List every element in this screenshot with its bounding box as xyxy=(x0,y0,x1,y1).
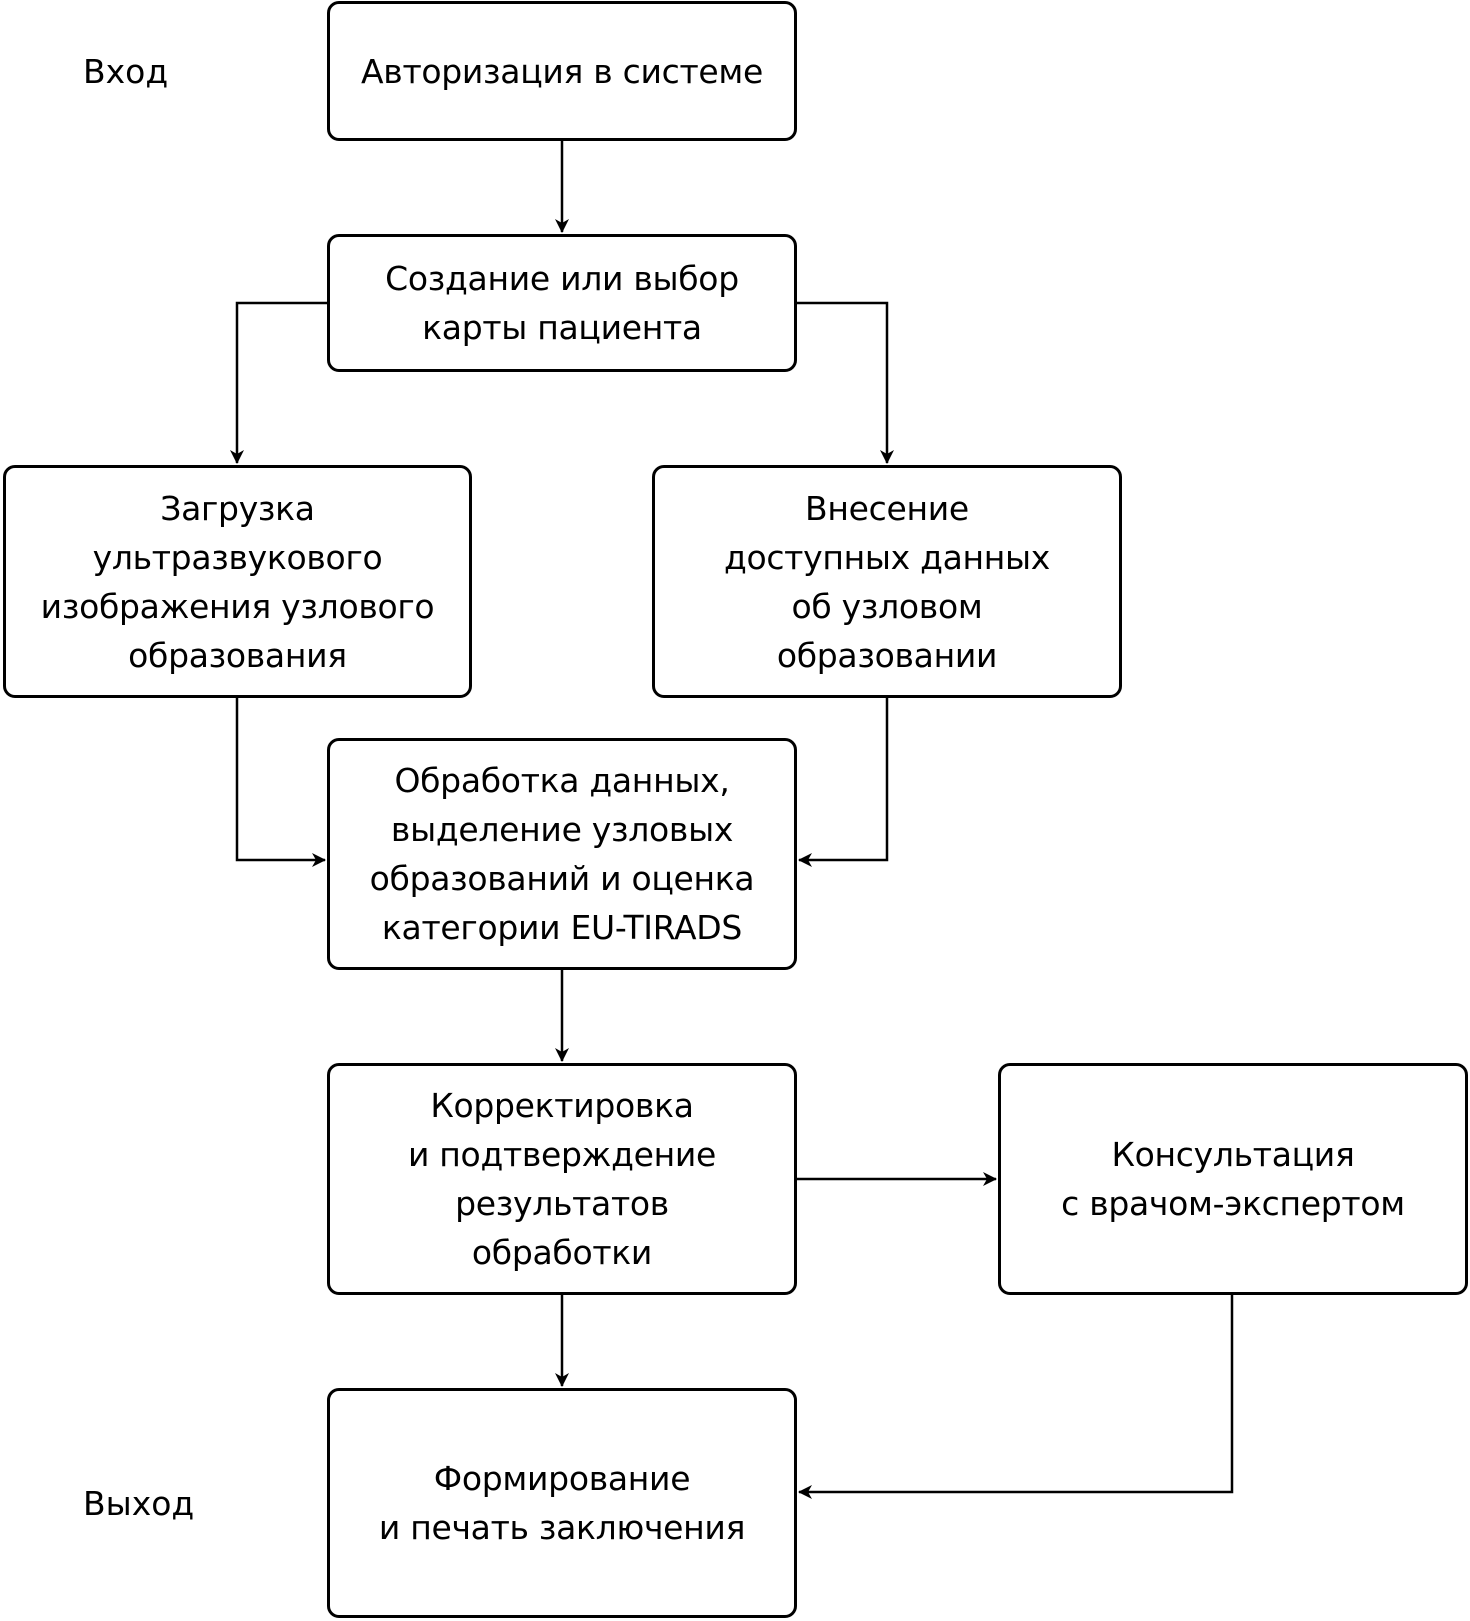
node-report: Формирование и печать заключения xyxy=(327,1388,797,1618)
edge-patient-card-to-enter-data xyxy=(797,301,894,464)
node-processing-label: Обработка данных, выделение узловых обра… xyxy=(369,761,755,947)
node-upload-image-label: Загрузка ультразвукового изображения узл… xyxy=(40,488,435,675)
node-auth: Авторизация в системе xyxy=(327,1,797,141)
node-enter-data: Внесение доступных данных об узловом обр… xyxy=(652,465,1122,698)
edge-patient-card-to-upload-image xyxy=(230,301,327,464)
node-consultation-label: Консультация с врачом-экспертом xyxy=(1061,1135,1405,1223)
node-patient-card: Создание или выбор карты пациента xyxy=(327,234,797,372)
node-correction-label: Корректировка и подтверждение результато… xyxy=(407,1086,717,1272)
output-label: Выход xyxy=(83,1484,195,1523)
node-correction: Корректировка и подтверждение результато… xyxy=(327,1063,797,1295)
node-upload-image: Загрузка ультразвукового изображения узл… xyxy=(3,465,472,698)
input-label: Вход xyxy=(83,52,169,91)
edge-enter-data-to-processing xyxy=(798,698,889,867)
edge-consultation-to-report xyxy=(798,1295,1234,1499)
node-processing: Обработка данных, выделение узловых обра… xyxy=(327,738,797,970)
node-enter-data-label: Внесение доступных данных об узловом обр… xyxy=(723,488,1051,675)
node-patient-card-label: Создание или выбор карты пациента xyxy=(385,259,739,347)
edge-upload-image-to-processing xyxy=(235,698,326,867)
node-consultation: Консультация с врачом-экспертом xyxy=(998,1063,1468,1295)
node-auth-label: Авторизация в системе xyxy=(361,51,763,91)
node-report-label: Формирование и печать заключения xyxy=(378,1459,746,1547)
